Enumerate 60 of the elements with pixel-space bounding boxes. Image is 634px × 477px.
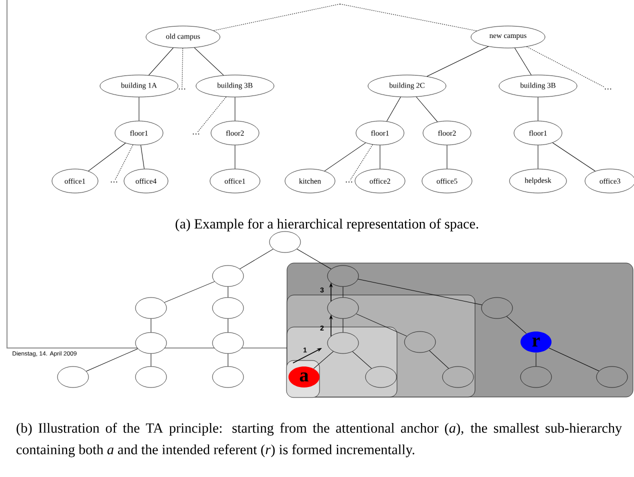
connector xyxy=(429,350,449,369)
connector xyxy=(296,248,332,270)
connector xyxy=(514,48,532,76)
connector xyxy=(342,318,344,333)
ellipse-node xyxy=(520,366,552,388)
ellipse-node xyxy=(212,297,244,319)
highlighted-node: r xyxy=(520,332,552,352)
connector xyxy=(140,144,144,170)
connector xyxy=(426,46,489,77)
ellipse-node xyxy=(135,332,167,354)
connector xyxy=(340,4,478,32)
connector xyxy=(182,48,184,88)
connector xyxy=(88,142,126,172)
connector xyxy=(114,144,134,181)
highlighted-node: a xyxy=(288,366,320,388)
connector xyxy=(150,318,152,333)
connector xyxy=(352,351,372,369)
connector xyxy=(164,281,215,303)
connector xyxy=(350,144,373,181)
connector xyxy=(240,248,274,270)
ellipse-node xyxy=(269,231,301,253)
ellipse-node xyxy=(596,366,628,388)
connector xyxy=(197,96,226,133)
ellipse-node xyxy=(135,297,167,319)
connector xyxy=(446,144,448,170)
ellipse-node xyxy=(327,332,359,354)
ellipse-node xyxy=(135,366,167,388)
caption: (b) Illustration of the TA principle: starting from the attentional anchor (a), the smallest sub-hierarchy containing both a and the intended referent (r) is formed incrementally. xyxy=(16,422,622,458)
ellipsis: … xyxy=(604,88,612,90)
ellipse-node xyxy=(327,297,359,319)
ellipse-node xyxy=(327,265,359,287)
connector xyxy=(234,144,236,170)
connector xyxy=(234,96,236,122)
connector xyxy=(416,96,438,122)
connector xyxy=(313,351,334,369)
ellipse-node xyxy=(365,366,397,388)
connector xyxy=(342,286,344,298)
connector xyxy=(386,96,401,122)
connector xyxy=(526,46,606,88)
connector xyxy=(548,348,600,372)
ellipse-node xyxy=(481,297,513,319)
connector xyxy=(194,47,224,76)
connector xyxy=(148,48,174,76)
ellipse-node xyxy=(212,265,244,287)
connector xyxy=(150,353,152,367)
ellipse-node xyxy=(212,366,244,388)
caption: (a) Example for a hierarchical representation of space. xyxy=(176,218,478,232)
ellipsis: … xyxy=(178,88,186,90)
connector xyxy=(138,96,140,122)
connector xyxy=(552,142,596,172)
connector xyxy=(86,348,138,372)
connector xyxy=(324,142,366,172)
ellipse-node xyxy=(212,332,244,354)
connector xyxy=(356,314,408,336)
connector xyxy=(506,316,527,334)
ellipse-node xyxy=(442,366,474,388)
ellipse-node xyxy=(57,366,89,388)
connector xyxy=(358,278,482,306)
ellipse-node xyxy=(404,331,436,353)
connector xyxy=(213,4,340,31)
